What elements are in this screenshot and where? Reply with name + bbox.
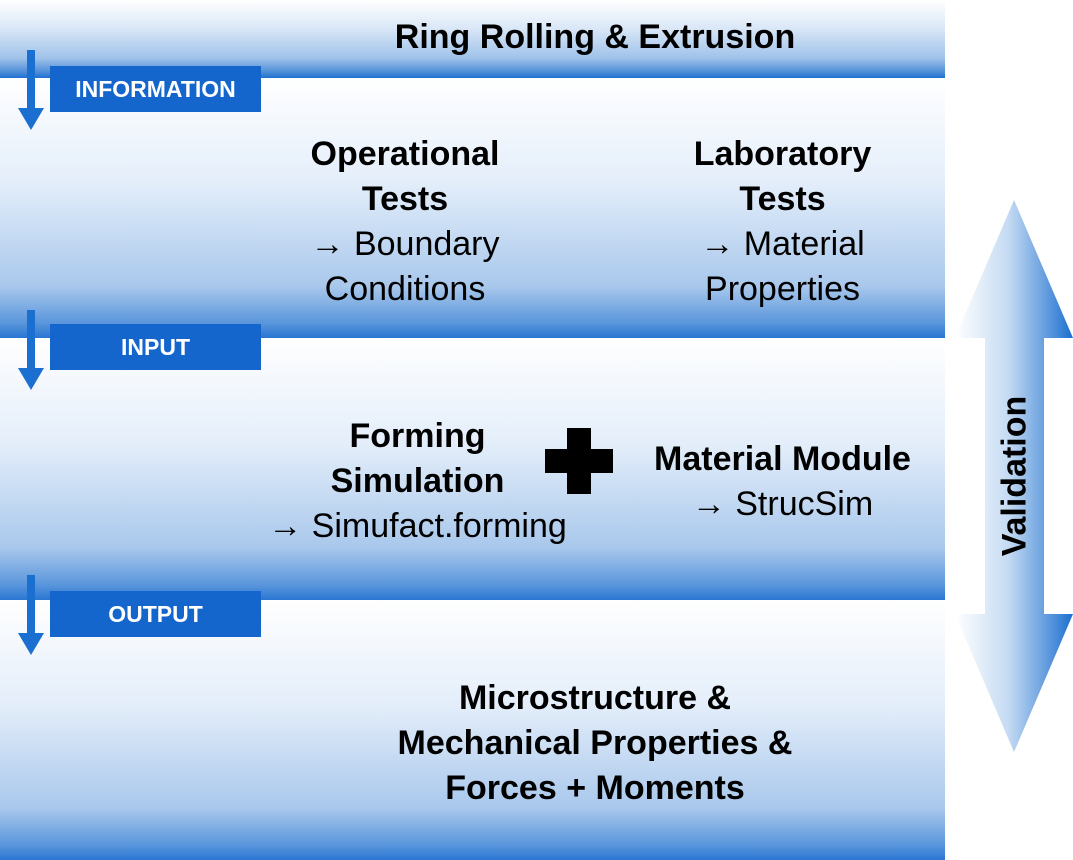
output-band — [0, 600, 945, 860]
diagram-title: Ring Rolling & Extrusion — [394, 18, 796, 56]
stage-label-input: INPUT — [50, 324, 261, 370]
laboratory-tests-result-1: → Material — [700, 225, 865, 263]
input-band — [0, 338, 945, 600]
operational-tests-title-1: Operational — [310, 135, 500, 173]
output-down-arrow-icon — [18, 575, 44, 655]
forming-simulation-title-2: Simulation — [330, 462, 505, 500]
forming-simulation-tool: → Simufact.forming — [268, 507, 567, 545]
laboratory-tests-block: Laboratory Tests → Material Properties — [640, 132, 925, 312]
material-module-title: Material Module — [654, 440, 911, 478]
input-down-arrow-icon — [18, 310, 44, 390]
laboratory-tests-result-2: Properties — [705, 270, 860, 308]
laboratory-tests-title-1: Laboratory — [693, 135, 872, 173]
validation-label: Validation — [995, 395, 1034, 557]
information-down-arrow-icon — [18, 50, 44, 130]
operational-tests-title-2: Tests — [361, 180, 449, 218]
stage-label-output: OUTPUT — [50, 591, 261, 637]
operational-tests-result-2: Conditions — [324, 270, 486, 308]
output-line-microstructure: Microstructure & — [458, 679, 732, 717]
material-module-block: Material Module → StrucSim — [630, 437, 935, 527]
stage-label-information: INFORMATION — [50, 66, 261, 112]
laboratory-tests-title-2: Tests — [739, 180, 826, 218]
output-line-forces: Forces + Moments — [445, 769, 745, 807]
forming-simulation-block: Forming Simulation → Simufact.forming — [240, 414, 595, 549]
title-band — [0, 0, 945, 78]
material-module-tool: → StrucSim — [691, 485, 874, 523]
output-block: Microstructure & Mechanical Properties &… — [340, 676, 850, 811]
information-band — [0, 78, 945, 338]
output-line-mechanical: Mechanical Properties & — [397, 724, 793, 762]
plus-icon — [545, 428, 613, 494]
forming-simulation-title-1: Forming — [349, 417, 486, 455]
operational-tests-block: Operational Tests → Boundary Conditions — [270, 132, 540, 312]
validation-double-arrow-icon — [955, 200, 1073, 752]
operational-tests-result-1: → Boundary — [310, 225, 500, 263]
